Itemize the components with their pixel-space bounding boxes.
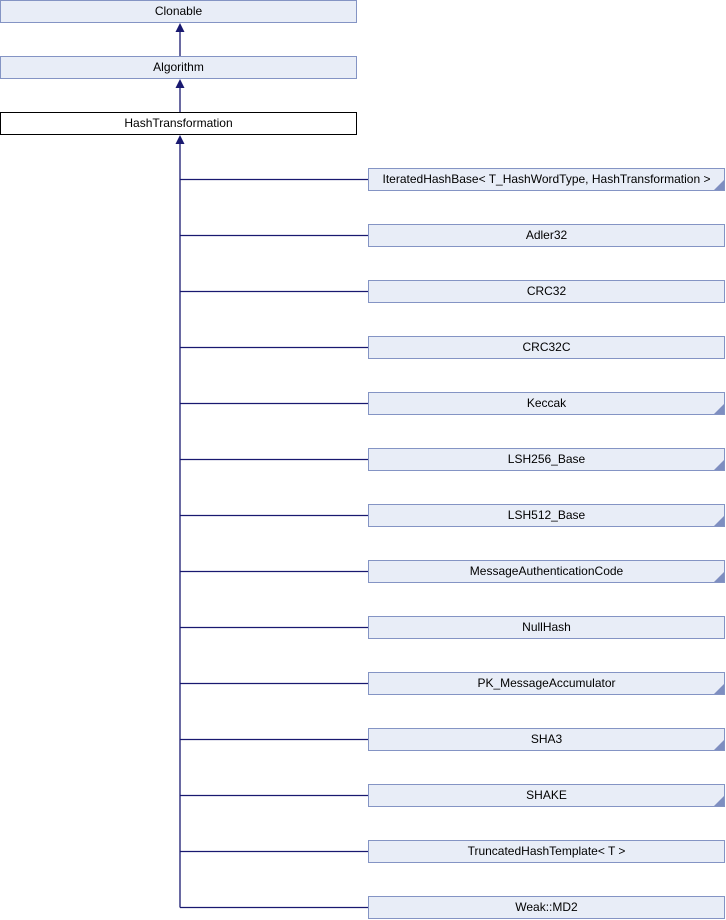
truncated-corner-icon: [714, 572, 724, 582]
node-label: CRC32: [526, 284, 567, 298]
node-label: IteratedHashBase< T_HashWordType, HashTr…: [382, 172, 711, 186]
truncated-corner-icon: [714, 180, 724, 190]
node-label: LSH256_Base: [507, 452, 586, 466]
node-weak-md2[interactable]: Weak::MD2: [368, 896, 725, 919]
node-pk-messageaccumulator[interactable]: PK_MessageAccumulator: [368, 672, 725, 695]
node-label: Weak::MD2: [515, 900, 578, 914]
node-algorithm[interactable]: Algorithm: [0, 56, 357, 79]
truncated-corner-icon: [714, 404, 724, 414]
node-truncatedhashtemplate-t[interactable]: TruncatedHashTemplate< T >: [368, 840, 725, 863]
node-crc32[interactable]: CRC32: [368, 280, 725, 303]
node-label: Keccak: [526, 396, 567, 410]
inheritance-arrowhead: [175, 23, 185, 32]
node-label: SHAKE: [526, 788, 567, 802]
node-adler32[interactable]: Adler32: [368, 224, 725, 247]
node-shake[interactable]: SHAKE: [368, 784, 725, 807]
node-label: PK_MessageAccumulator: [477, 676, 616, 690]
node-sha3[interactable]: SHA3: [368, 728, 725, 751]
truncated-corner-icon: [714, 740, 724, 750]
node-label: Clonable: [154, 4, 203, 18]
node-keccak[interactable]: Keccak: [368, 392, 725, 415]
node-label: Adler32: [525, 228, 568, 242]
node-label: Algorithm: [153, 60, 204, 74]
node-messageauthenticationcode[interactable]: MessageAuthenticationCode: [368, 560, 725, 583]
node-label: TruncatedHashTemplate< T >: [467, 844, 626, 858]
node-label: CRC32C: [522, 340, 571, 354]
truncated-corner-icon: [714, 516, 724, 526]
truncated-corner-icon: [714, 684, 724, 694]
node-label: SHA3: [530, 732, 563, 746]
node-iteratedhashbase-t-hashwordtype-hashtransformation[interactable]: IteratedHashBase< T_HashWordType, HashTr…: [368, 168, 725, 191]
node-clonable[interactable]: Clonable: [0, 0, 357, 23]
node-label: LSH512_Base: [507, 508, 586, 522]
inheritance-arrowhead: [175, 135, 185, 144]
node-crc32c[interactable]: CRC32C: [368, 336, 725, 359]
truncated-corner-icon: [714, 796, 724, 806]
node-label: MessageAuthenticationCode: [469, 564, 624, 578]
node-label: HashTransformation: [124, 116, 233, 130]
inheritance-arrowhead: [175, 79, 185, 88]
node-lsh256-base[interactable]: LSH256_Base: [368, 448, 725, 471]
node-lsh512-base[interactable]: LSH512_Base: [368, 504, 725, 527]
node-label: NullHash: [522, 620, 571, 634]
node-hashtransformation: HashTransformation: [0, 112, 357, 135]
truncated-corner-icon: [714, 460, 724, 470]
node-nullhash[interactable]: NullHash: [368, 616, 725, 639]
